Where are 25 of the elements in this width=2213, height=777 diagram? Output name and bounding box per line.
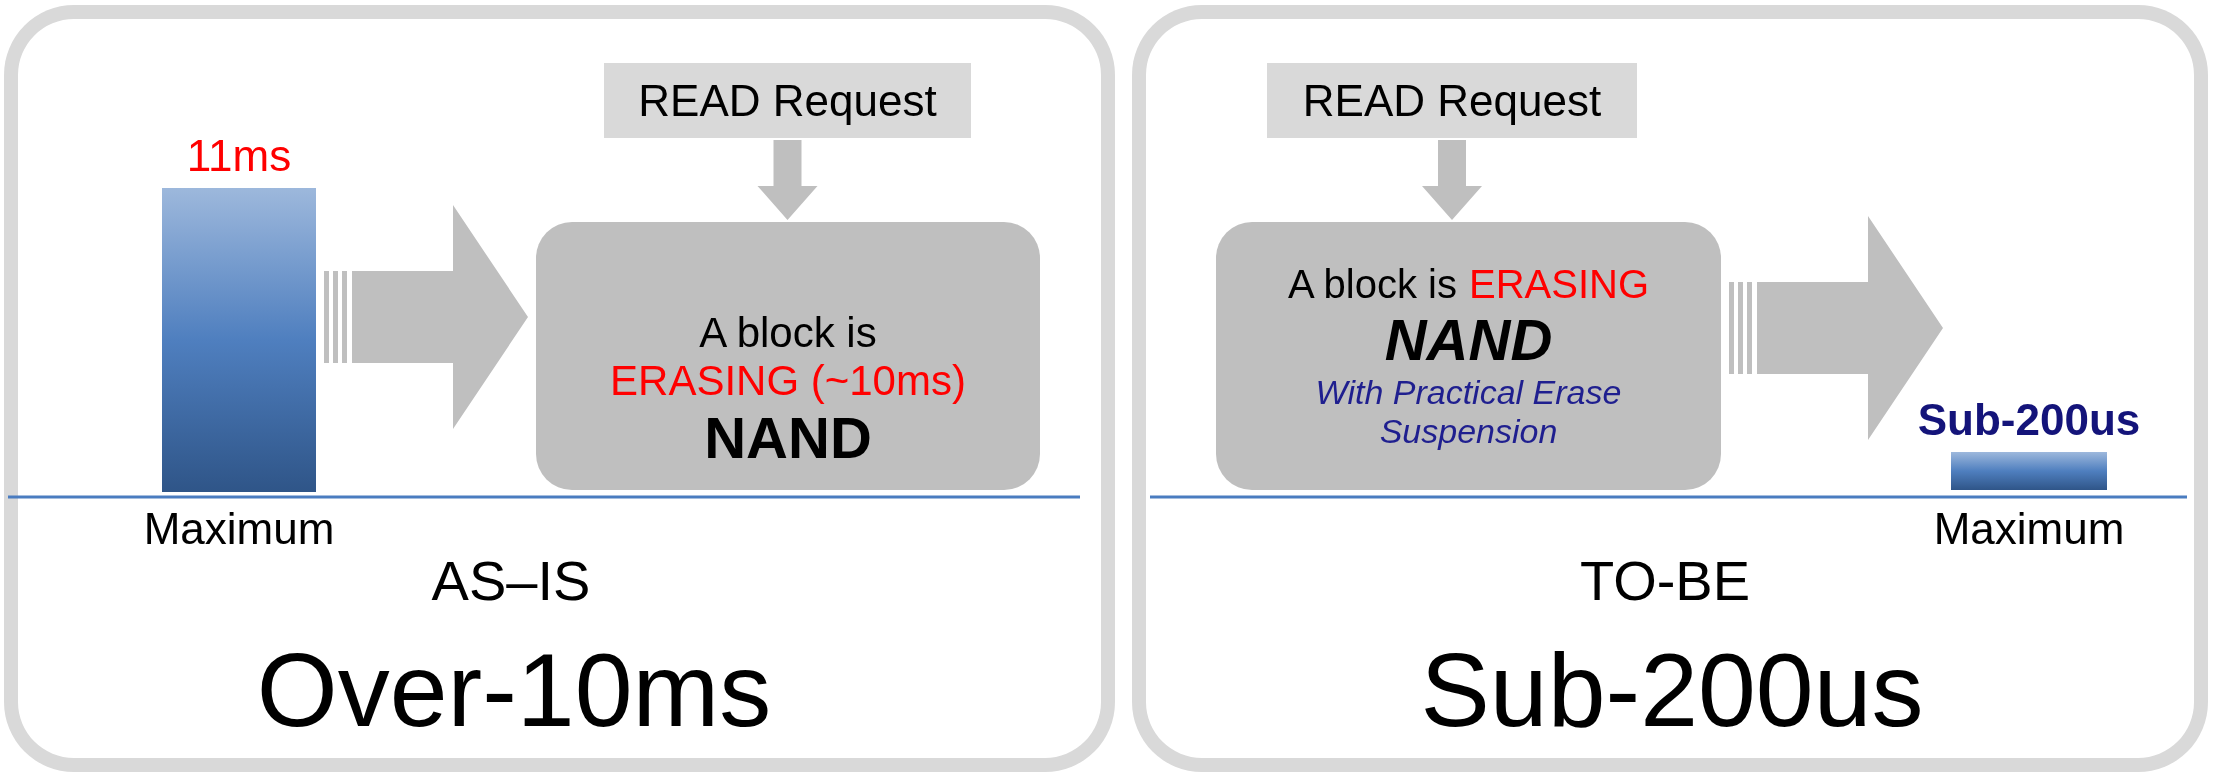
box-text: With Practical Erase Suspension: [1315, 373, 1622, 451]
panel-heading: TO-BE: [1579, 550, 1751, 612]
bar-caption: Maximum: [143, 505, 335, 554]
box-text: ERASING (~10ms): [610, 357, 966, 404]
request-label: READ Request: [1302, 75, 1602, 126]
request-box: [604, 63, 971, 138]
bar-value: 11ms: [186, 132, 292, 181]
bar-value: Sub-200us: [1917, 396, 2141, 445]
request-label: READ Request: [638, 75, 937, 126]
bar-caption: Maximum: [1933, 505, 2125, 554]
latency-headline: Over-10ms: [256, 633, 772, 748]
latency-bar: [162, 188, 316, 492]
panel: [4, 5, 1115, 772]
box-text: NAND: [704, 405, 872, 471]
request-box: [1267, 63, 1637, 138]
box-text: A block is: [1288, 261, 1457, 306]
panel-heading: AS–IS: [431, 550, 591, 612]
latency-bar: [1951, 452, 2107, 490]
panel: [1132, 5, 2208, 772]
box-text: A block is: [699, 308, 877, 356]
latency-headline: Sub-200us: [1420, 633, 1924, 748]
box-text: ERASING: [1468, 261, 1649, 306]
process-box: [1216, 222, 1721, 490]
process-box: [536, 222, 1040, 490]
box-text: NAND: [1384, 306, 1553, 372]
